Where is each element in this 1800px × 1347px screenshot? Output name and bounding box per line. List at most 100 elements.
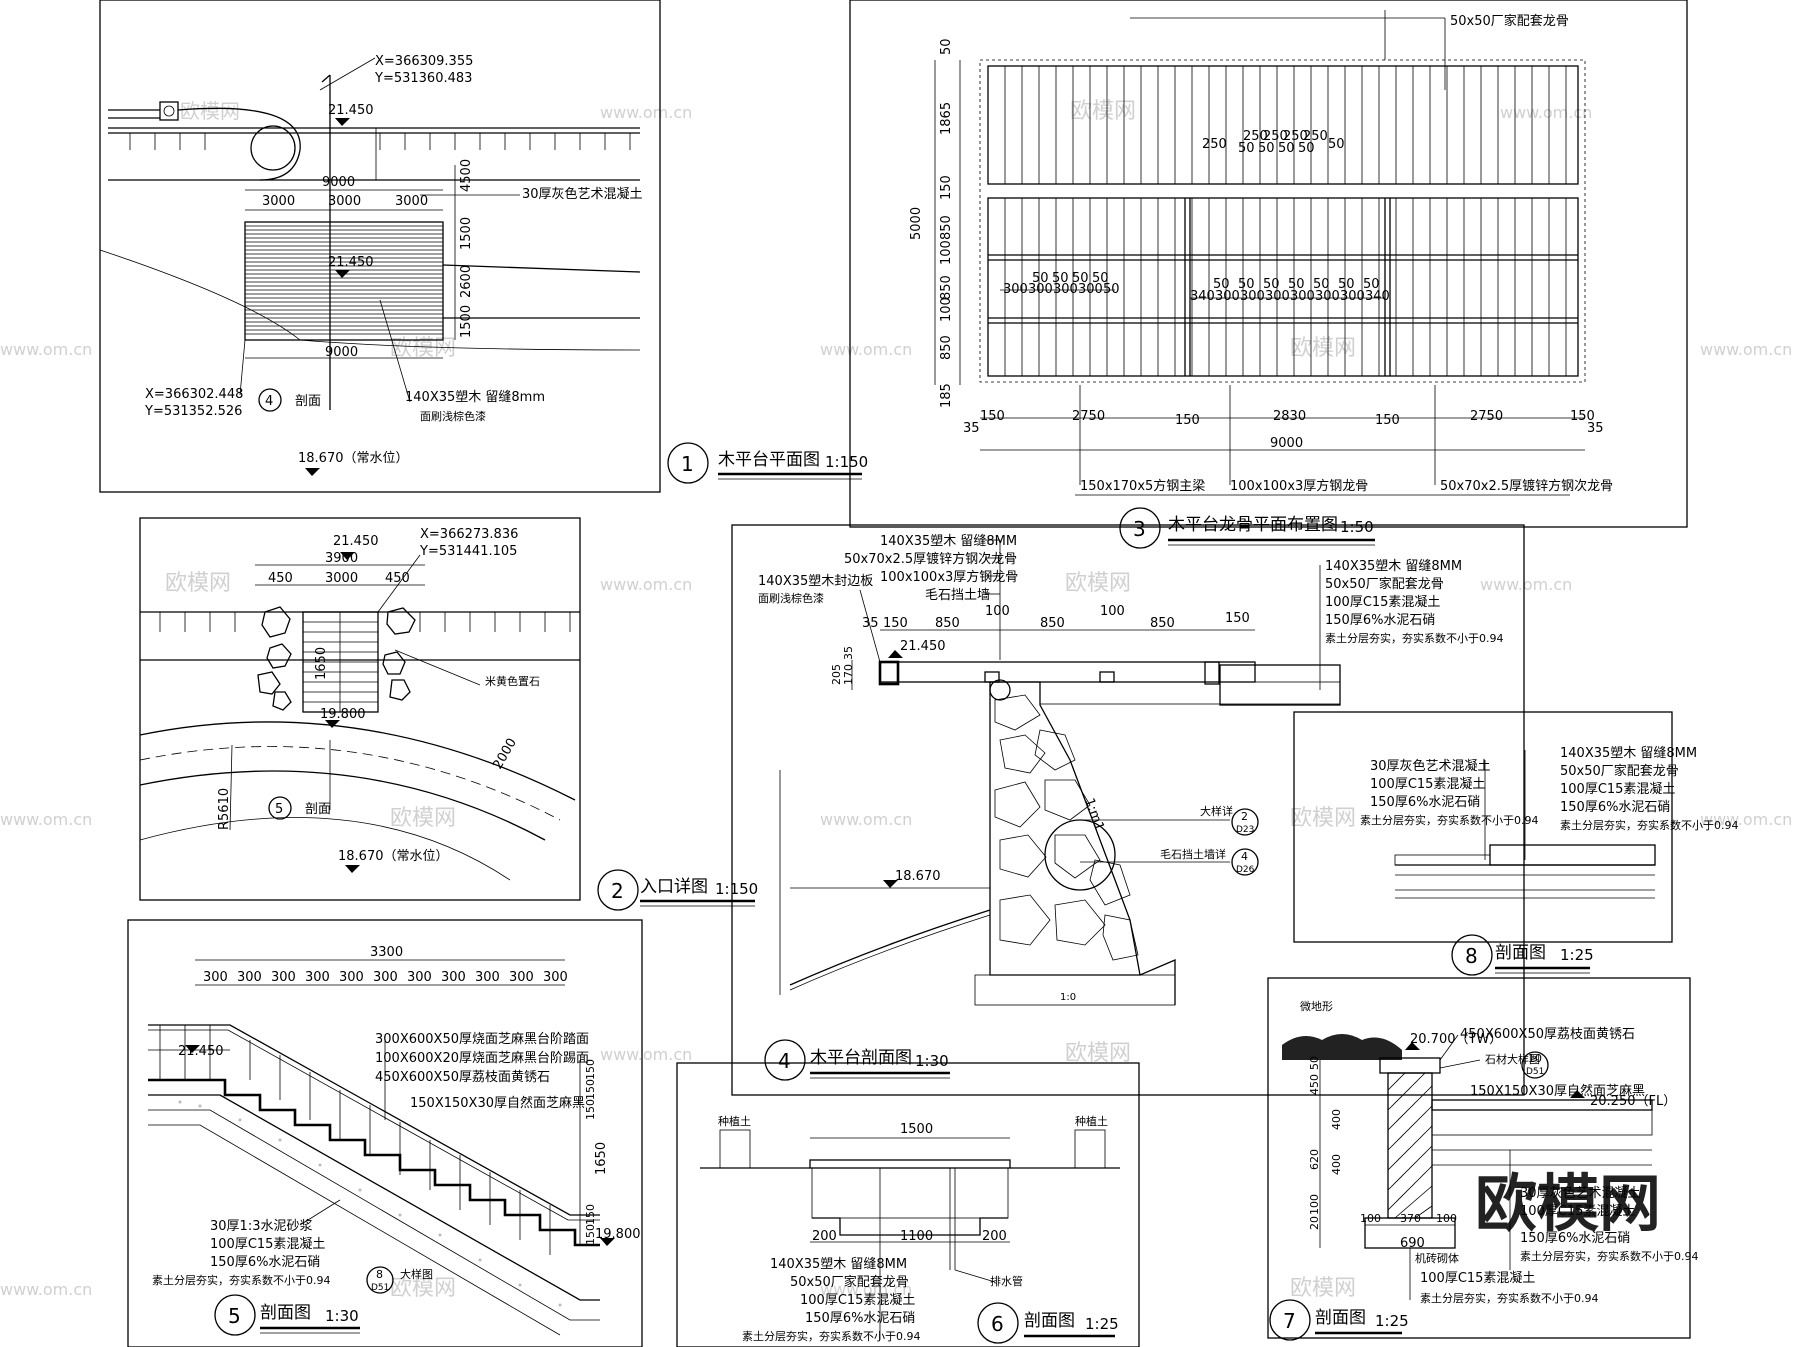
dim-left: 850 [939, 335, 954, 360]
dim-2600: 2600 [459, 265, 474, 298]
note-terrain: 微地形 [1300, 999, 1333, 1013]
dim-9000: 9000 [325, 345, 358, 360]
note: 150厚6%水泥石硝 [1560, 800, 1670, 815]
dim-mid: 300 [1290, 289, 1315, 304]
dim-mid: 50 [1072, 271, 1089, 286]
elevation-marker [325, 720, 340, 728]
note: 140X35塑木 留缝8MM [1325, 559, 1462, 574]
panel-title: 剖面图 [260, 1303, 311, 1323]
note: 100厚C15素混凝土 [1370, 776, 1485, 792]
dim-spacing: 250 [1303, 129, 1328, 144]
joists-top [1004, 66, 1567, 184]
panel-1-deck-plan: 9000 3000 3000 3000 9000 4500 1500 2600 … [99, 0, 868, 493]
panel-number: 6 [991, 1312, 1004, 1336]
dim-rise: 150 [584, 1099, 597, 1120]
watermark-logo: 欧模网 [165, 571, 231, 596]
dim-bottom: 150 [1375, 413, 1400, 428]
dim-rise: 150 [584, 1204, 597, 1225]
note-wood: 140X35塑木 留缝8mm [405, 390, 545, 405]
watermark-logo: 欧模网 [1065, 571, 1131, 596]
dim-bottom: 100 [1436, 1212, 1457, 1225]
rubble-stones [994, 694, 1139, 961]
elevation-label: 21.450 [328, 103, 374, 118]
dim-bottom: 150 [1570, 409, 1595, 424]
section-label: 剖面 [295, 394, 321, 409]
watermark-url: www.om.cn [1700, 810, 1792, 829]
note-secondary: 100x100x3厚方钢龙骨 [1230, 478, 1368, 494]
dim-step: 300 [543, 970, 568, 985]
dim-step: 300 [407, 970, 432, 985]
dim-step: 300 [441, 970, 466, 985]
title-number-circle [977, 1302, 1019, 1344]
coord-y: Y=531441.105 [419, 544, 517, 559]
dim-left: 850 [939, 275, 954, 300]
dim: 850 [1150, 616, 1175, 631]
note: 140X35塑木 留缝8MM [1560, 746, 1697, 761]
framing-bottom-field [987, 197, 1579, 377]
note: 50x50厂家配套龙骨 [1325, 576, 1444, 592]
panel-number: 2 [611, 879, 624, 903]
note: 素土分层夯实，夯实系数不小于0.94 [1360, 813, 1539, 827]
panel-scale: 1:30 [915, 1052, 949, 1070]
dim: 35 [862, 616, 879, 631]
note-main-beam: 150x170x5方钢主梁 [1080, 478, 1205, 494]
note: 50x50厂家配套龙骨 [790, 1274, 909, 1290]
dim-spacing: 50 [1278, 141, 1295, 156]
deck-surface [879, 661, 1256, 683]
dim-left: 400 [1330, 1109, 1343, 1130]
panel-title: 剖面图 [1024, 1311, 1075, 1331]
dim-mid: 340 [1365, 289, 1390, 304]
note: 素土分层夯实，夯实系数不小于0.94 [1420, 1291, 1599, 1305]
ref-sheet: D26 [1236, 865, 1255, 875]
note-stone: 米黄色置石 [485, 674, 540, 688]
watermark-logo: 欧模网 [1065, 1041, 1131, 1066]
watermark-url: www.om.cn [820, 810, 912, 829]
dim: 150 [1225, 611, 1250, 626]
elevation-marker [600, 1238, 615, 1246]
dim-mid: 300 [1265, 289, 1290, 304]
dim-mid: 50 [1052, 271, 1069, 286]
elevation-label: 21.450 [328, 255, 374, 270]
panel-number: 7 [1283, 1309, 1296, 1333]
dim-mid: 50 [1238, 277, 1255, 292]
panel-title: 木平台剖面图 [810, 1048, 912, 1068]
section-label: 剖面 [305, 802, 331, 817]
section-marker [268, 796, 292, 820]
ref-label: 大样详 [1200, 804, 1233, 818]
watermark-url: www.om.cn [1500, 103, 1592, 122]
panel-scale: 1:25 [1375, 1312, 1409, 1330]
note-concrete: 30厚灰色艺术混凝土 [522, 186, 643, 202]
ref-sheet: D51 [1526, 1067, 1544, 1077]
title-number-circle [597, 869, 639, 911]
paving-ticks [129, 133, 631, 150]
retaining-wall [989, 681, 1141, 976]
dim-step: 300 [305, 970, 330, 985]
panel-scale: 1:30 [325, 1307, 359, 1325]
coord-x: X=366302.448 [145, 387, 243, 402]
watermark-url: www.om.cn [1700, 340, 1792, 359]
watermark-logo: 欧模网 [1290, 1276, 1356, 1301]
dim-450: 450 [385, 571, 410, 586]
dim-200: 200 [812, 1229, 837, 1244]
soil-label: 种植土 [718, 1114, 751, 1128]
note-sub-joist: 50x70x2.5厚镀锌方钢次龙骨 [1440, 478, 1613, 494]
panel-scale: 1:50 [1340, 518, 1374, 536]
title-number-circle [667, 442, 709, 484]
dim-left: 100 [939, 297, 954, 322]
note: 150厚6%水泥石硝 [1520, 1231, 1630, 1246]
dim-left: 20 [1308, 1216, 1321, 1230]
dim-2000: 2000 [490, 736, 520, 772]
panel-4-deck-section: 18.670 1:m1 1:0 35 150 850 100 850 100 8… [731, 524, 1525, 1096]
panel-frame [99, 0, 661, 493]
dim-3000: 3000 [395, 194, 428, 209]
dim-left: 1865 [939, 102, 954, 135]
dim: 100 [1100, 604, 1125, 619]
panel-frame [1267, 977, 1691, 1339]
panel-number: 8 [1465, 944, 1478, 968]
note-edge: 140X35塑木封边板 [758, 574, 873, 589]
panel-3-framing-plan: 50x50厂家配套龙骨 50 1865 150 850 100 850 100 … [849, 0, 1688, 549]
detail-reference [1231, 808, 1259, 836]
ref-number: 10 [1528, 1052, 1542, 1065]
dim-450: 450 [268, 571, 293, 586]
